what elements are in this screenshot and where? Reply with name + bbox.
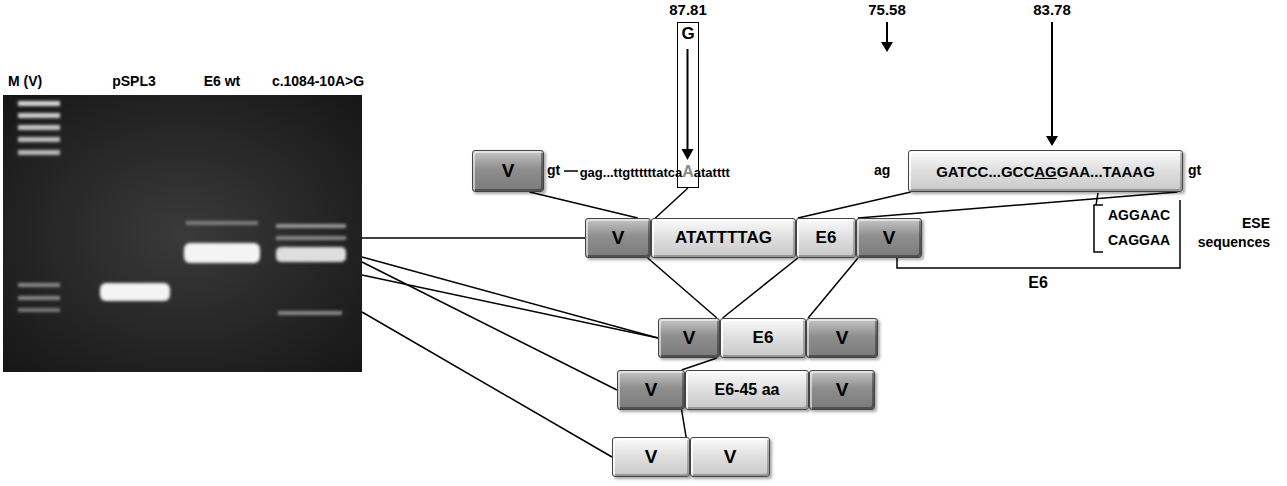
splice-connector [682,410,687,437]
lane-label: pSPL3 [112,73,156,89]
splice-connector [682,358,717,370]
splice-connector [655,188,688,218]
splice-connector [648,258,717,318]
splice-site-text: gt [1188,162,1201,178]
box-text: V [645,446,658,468]
box-text: G [678,23,698,45]
vector-exon-box: V [472,150,544,192]
box-text: ATATTTTAG [675,228,772,248]
score-arrows [881,22,1058,146]
box-text: V [836,379,849,401]
box-text: E6-45 aa [715,381,780,399]
vector-exon-box: V [658,318,720,358]
vector-exon-box: V [806,318,878,358]
splice-connector [798,192,911,218]
exon-box: E6 [720,318,806,358]
box-text: V [683,327,696,349]
splice-site-text: gt [547,162,560,178]
box-text: AG [1034,163,1057,180]
lane-label: E6 wt [204,73,241,89]
intron-sequence-line: gag...ttgttttttatcaAatatttt [580,163,730,181]
box-text: GATCC...GCC [936,163,1034,180]
box-text: GAA...TAAAG [1057,163,1155,180]
gel-bands [18,101,346,315]
exon-label: E6 [1028,274,1048,292]
vector-exon-box: V [690,437,770,477]
mutation-arrow [678,23,698,187]
ese-sequence: AGGAAC [1108,207,1170,223]
score-value: 87.81 [669,1,707,18]
mutated-base: A [682,163,694,180]
box-text: E6 [753,328,774,348]
score-value: 75.58 [868,1,906,18]
splice-site-text: ag [874,162,890,178]
vector-exon-box: V [856,218,922,258]
splice-connector [723,258,798,318]
vector-exon-box: V [809,370,875,410]
box-text: V [724,446,737,468]
lane-label: c.1084-10A>G [272,73,364,89]
splice-connector [530,192,638,218]
box-text: V [645,379,658,401]
exon-box: GATCC...GCCAGGAA...TAAAG [908,150,1183,192]
vector-exon-box: V [585,218,651,258]
box-text: E6 [816,228,837,248]
intron-retention-box: ATATTTTAG [651,218,796,258]
intron-sequence: atatttt [694,165,730,180]
exon-box: E6 [796,218,856,258]
intron-sequence: gag...ttgttttttatca [580,165,683,180]
box-text: V [502,160,515,182]
gel-image [3,95,362,372]
ese-sequence: CAGGAA [1108,232,1170,248]
lane-label: M (V) [8,73,42,89]
mutation-box: G [677,22,699,188]
splice-connector [808,258,858,318]
vector-exon-box: V [612,437,690,477]
ese-label: ESE sequences [1190,214,1270,252]
brackets [897,193,1180,268]
intron-line [564,170,578,172]
truncated-exon-box: E6-45 aa [685,370,809,410]
gel-leader-lines [362,238,658,457]
box-text: V [883,227,896,249]
box-text: V [836,327,849,349]
box-text: V [612,227,625,249]
score-value: 83.78 [1033,1,1071,18]
vector-exon-box: V [617,370,685,410]
